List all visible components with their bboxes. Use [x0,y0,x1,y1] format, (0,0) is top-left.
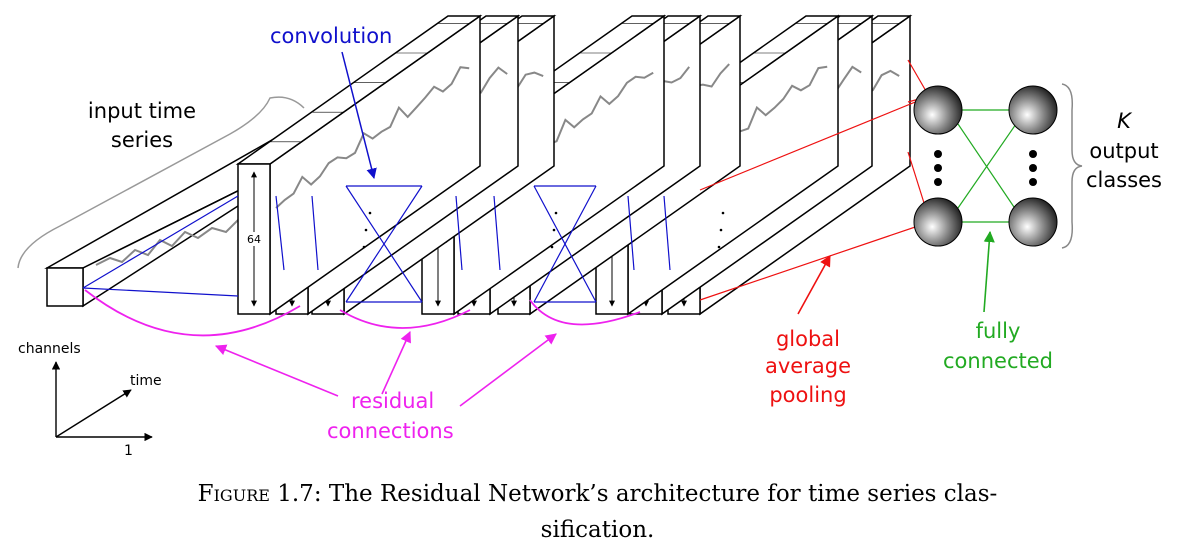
caption-line-2: sification. [540,517,655,543]
caption-text-1: The Residual Network’s architecture for … [328,481,998,507]
residual-label-line2: connections [327,419,454,443]
output-neuron-top [1008,85,1058,135]
fully-connected-arrow [983,230,995,313]
hidden-neuron-top [913,85,963,135]
pooling-label-line3: pooling [769,383,846,407]
pooling-arrow [797,255,831,315]
gap-dots [362,211,725,249]
output-neuron-bottom [1008,197,1058,247]
slab-1: 64 [235,14,483,316]
residual-curves [84,289,641,337]
figure-caption: Figure 1.7: The Residual Network’s archi… [0,476,1195,548]
convolution-label: convolution [270,24,392,48]
fully-connected-label-line1: fully [976,319,1021,343]
pooling-label-line1: global [776,327,840,351]
caption-line-1: Figure 1.7: The Residual Network’s archi… [0,476,1195,512]
fully-connected-label-line2: connected [943,349,1053,373]
neuron-balls [913,85,1058,247]
feature-map-slabs: 128128128128128128646464 [235,14,913,316]
axis-one-label: 1 [124,443,133,459]
axis-channels-label: channels [18,341,81,357]
residual-arrows [214,330,557,407]
output-brace [1061,83,1083,249]
neuron-ellipsis [934,150,1037,186]
residual-label-line1: residual [351,389,434,413]
fully-connected-lines [957,109,1017,223]
axes-legend [51,361,153,442]
convolution-arrow [341,51,377,180]
axis-time-label: time [130,373,162,389]
slab-signal-wave [275,66,470,209]
hidden-neuron-bottom [913,197,963,247]
slab-channel-label: 64 [247,233,261,246]
input-label-line2: series [111,128,173,152]
output-label-line1: output [1089,139,1158,163]
input-brace [17,96,305,269]
pooling-label-line2: average [765,354,851,378]
caption-figure-label: Figure 1.7: [197,481,322,507]
output-label-line2: classes [1086,168,1162,192]
input-label-line1: input time [88,99,196,123]
k-label: K [1117,109,1133,133]
convolution-lines [82,185,671,303]
